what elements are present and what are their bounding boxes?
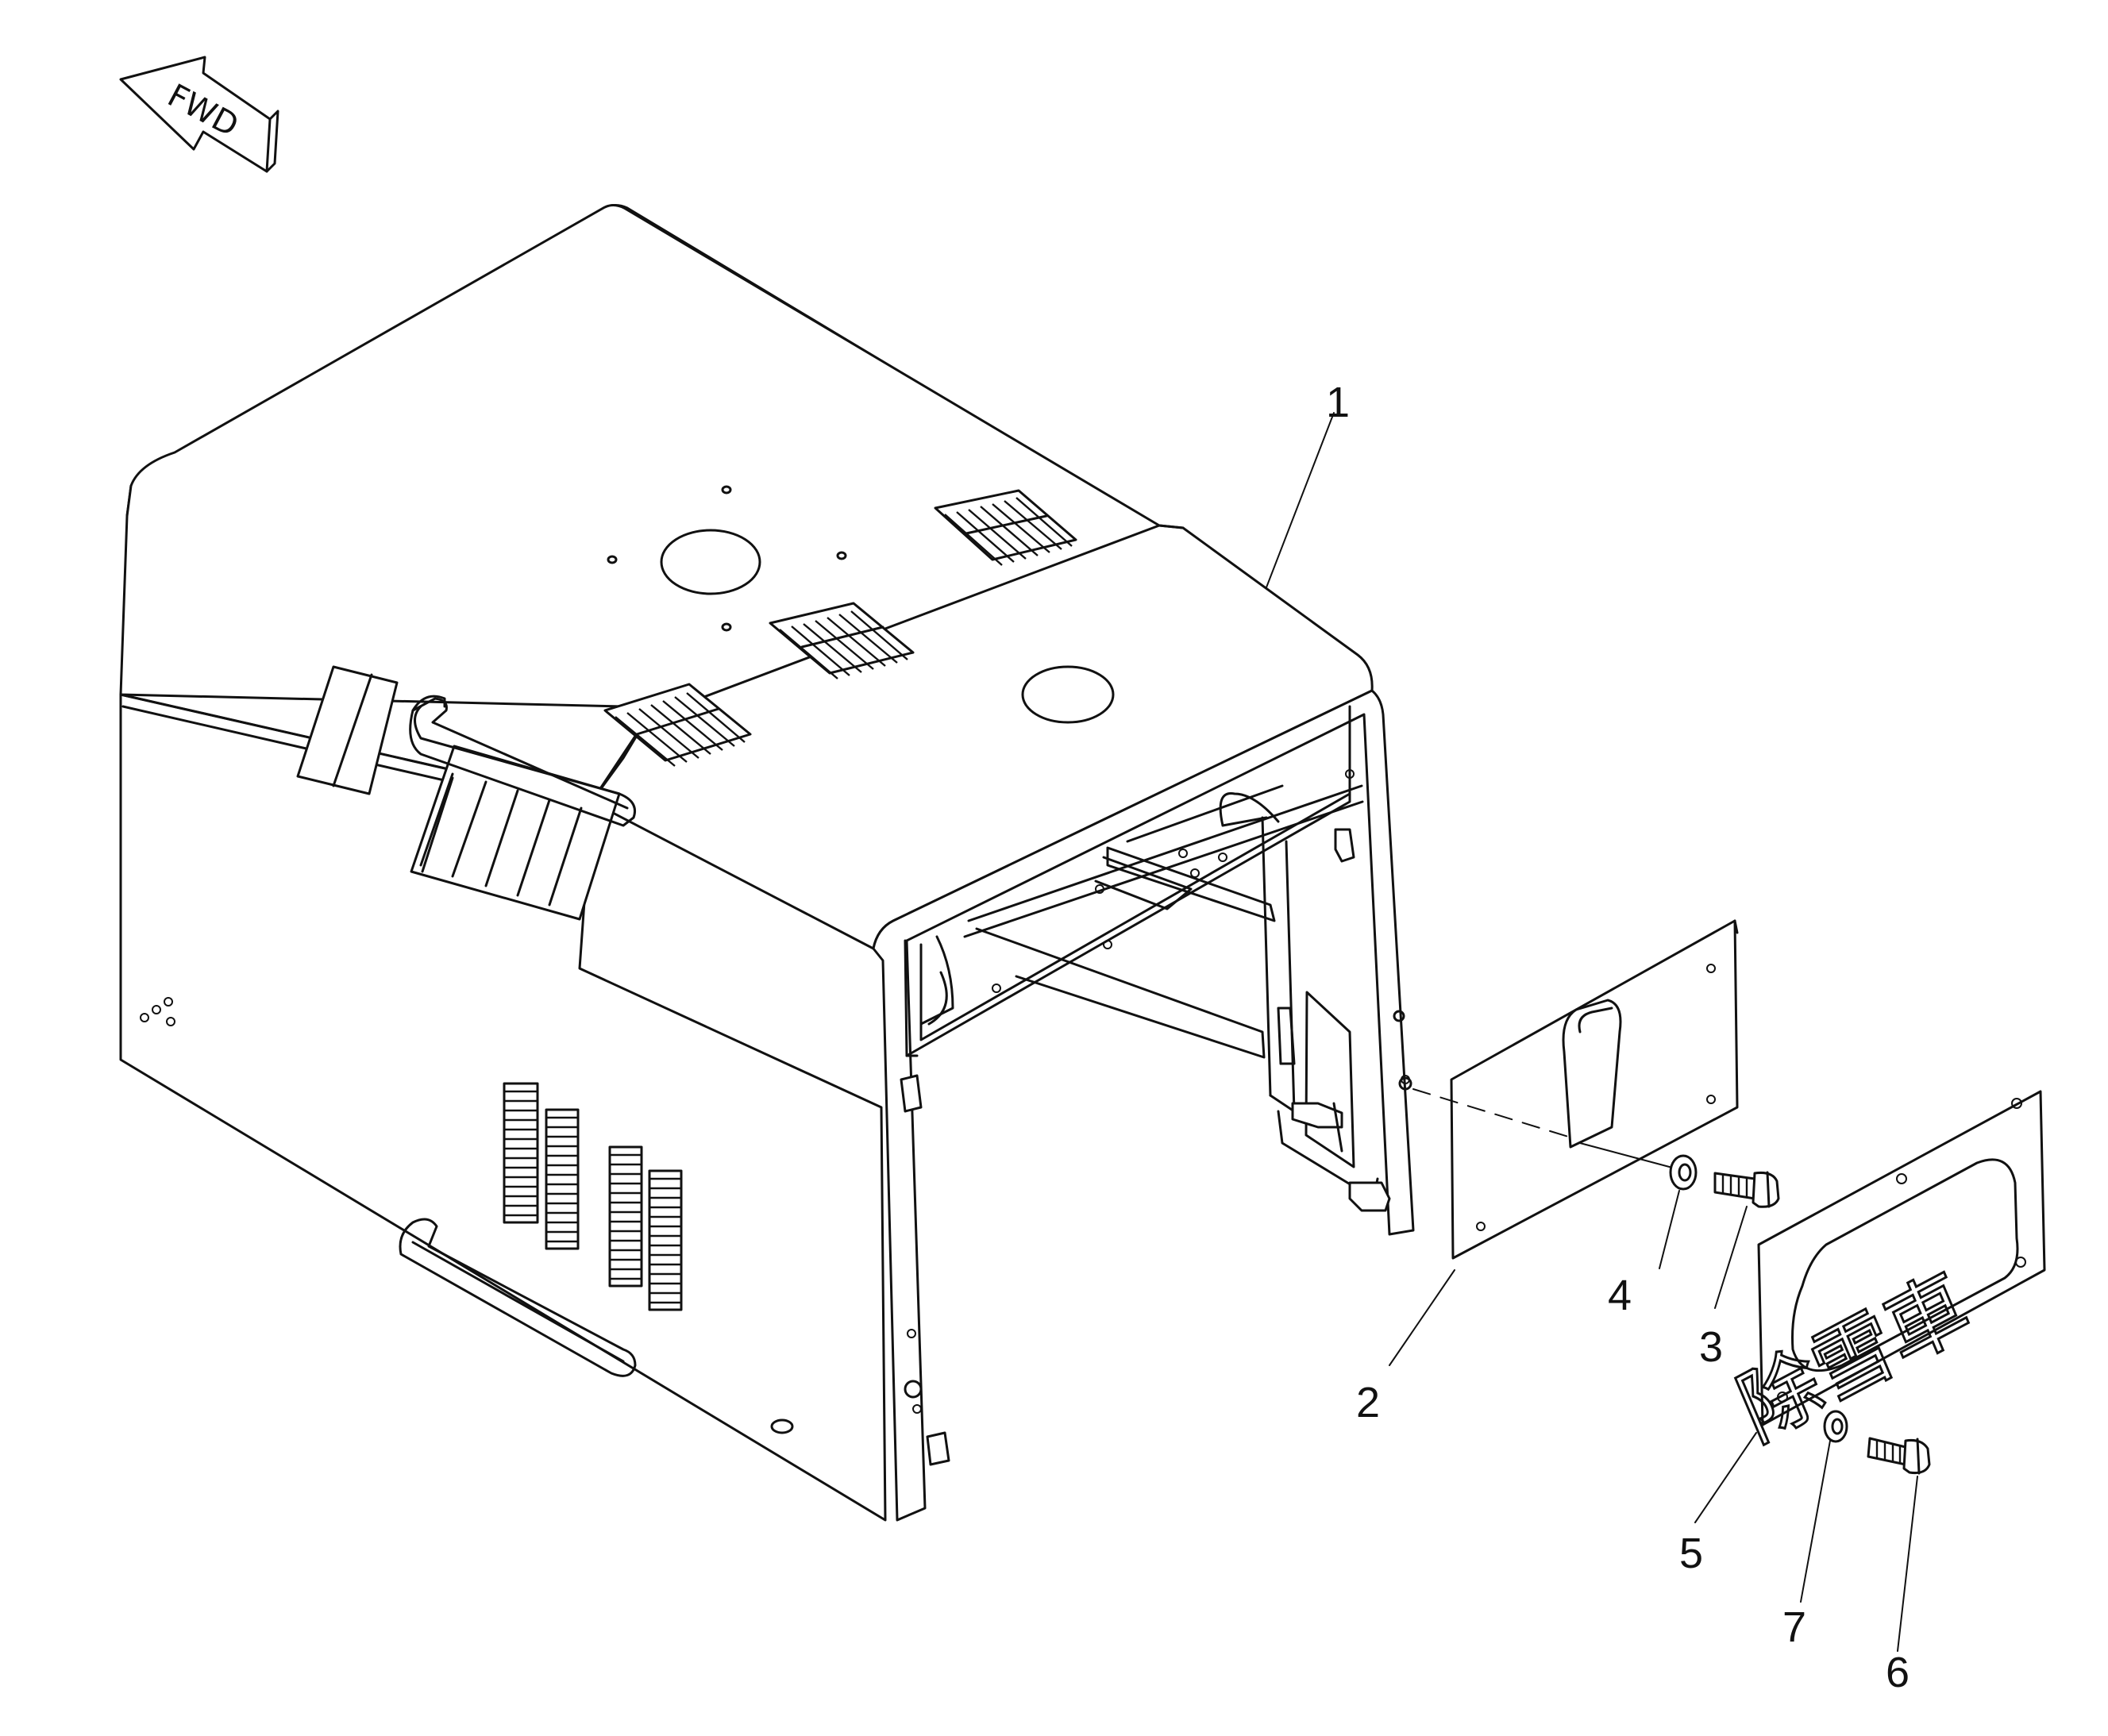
fwd-arrow-icon: FWD: [119, 56, 279, 173]
callout-2: 2: [1356, 1379, 1380, 1426]
callout-5: 5: [1679, 1530, 1703, 1577]
name-plate: 除雪車: [1725, 1090, 2046, 1461]
cover-plate: [1398, 919, 1739, 1260]
callout-4: 4: [1608, 1272, 1632, 1319]
leader-lines: [1266, 412, 1918, 1652]
callout-6: 6: [1886, 1649, 1910, 1696]
top-louver-center: [769, 602, 915, 679]
washer-part-7: [1823, 1410, 1848, 1443]
washer-part-4: [1669, 1154, 1698, 1191]
side-louver-1: [503, 1082, 580, 1250]
callout-7: 7: [1782, 1603, 1806, 1651]
engine-hood: [119, 204, 1415, 1522]
top-louver-right: [934, 489, 1077, 566]
callout-1: 1: [1326, 379, 1350, 426]
bolt-part-6: [1867, 1437, 1931, 1475]
top-louver-left: [603, 683, 752, 767]
callout-3: 3: [1699, 1323, 1723, 1371]
bolt-part-3: [1713, 1171, 1780, 1208]
side-louver-2: [608, 1145, 683, 1311]
